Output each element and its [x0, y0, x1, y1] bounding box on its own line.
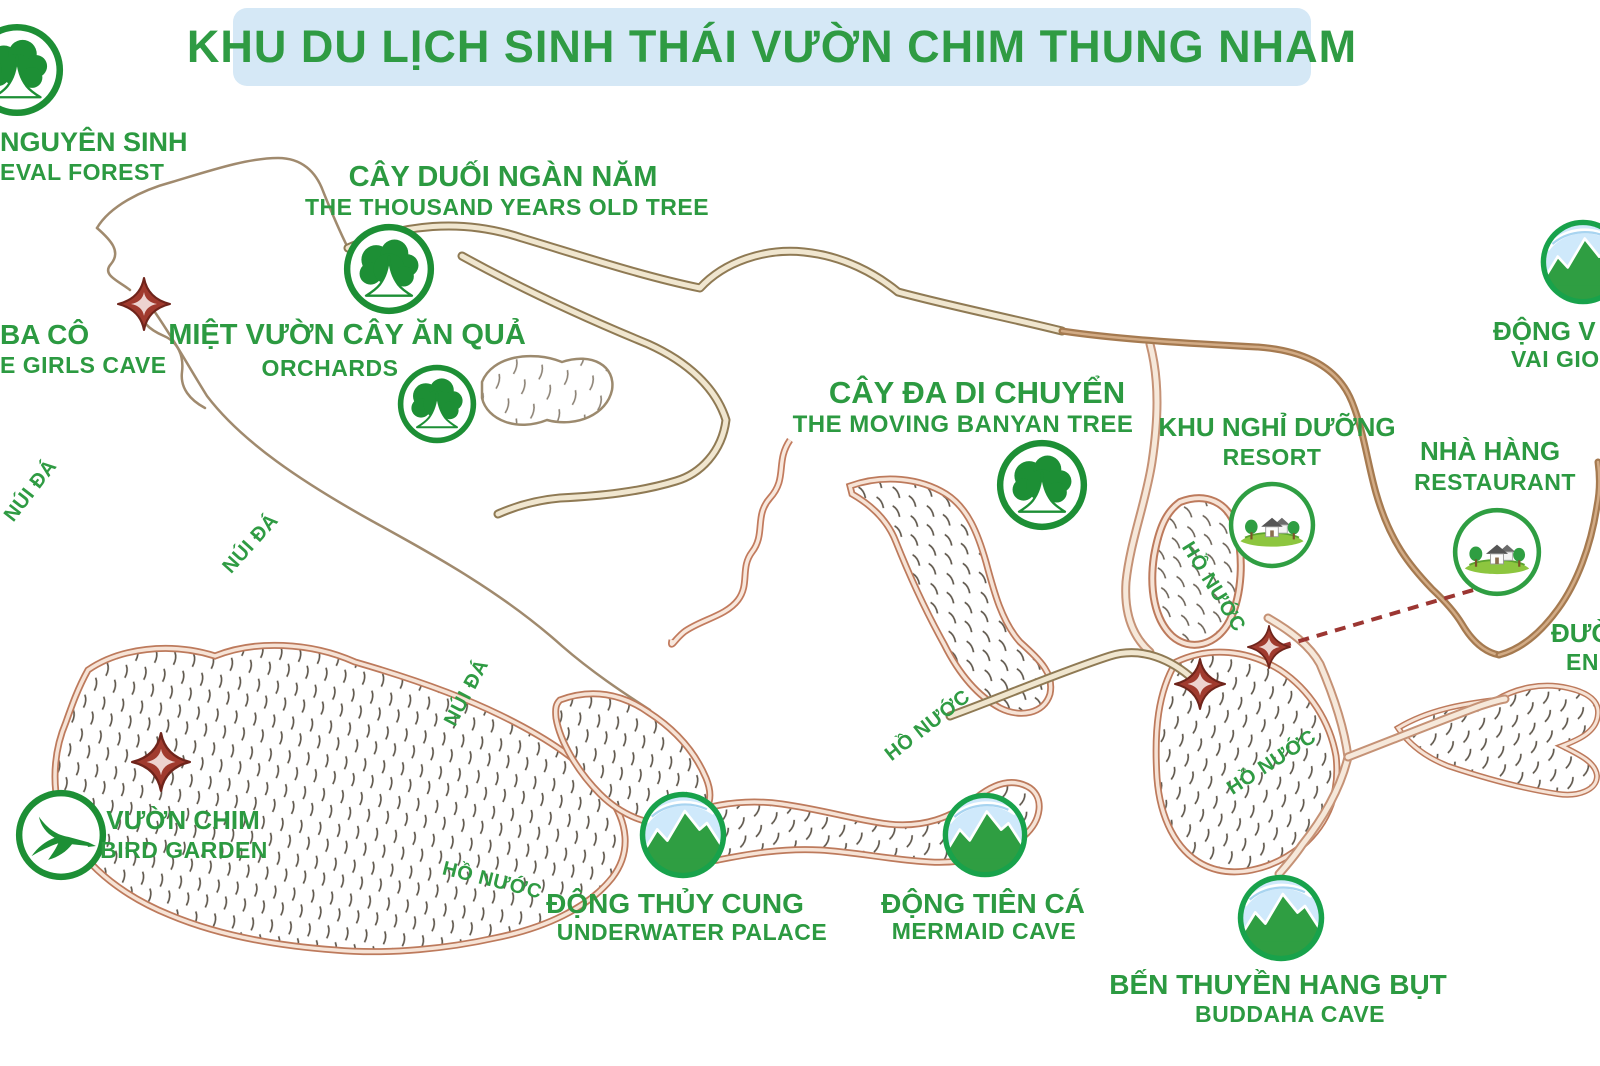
label-buddaha-cave-vi: BẾN THUYỀN HANG BỤT: [1109, 969, 1447, 1000]
label-thousand-year-tree-en: THE THOUSAND YEARS OLD TREE: [304, 194, 710, 220]
label-buddaha-cave-en: BUDDAHA CAVE: [1195, 1001, 1385, 1027]
label-orchards-vi: MIỆT VƯỜN CÂY ĂN QUẢ: [168, 319, 526, 351]
label-mermaid-cave-en: MERMAID CAVE: [891, 918, 1077, 944]
tree-icon: [1000, 443, 1084, 527]
label-primeval-forest-vi: NGUYÊN SINH: [0, 127, 188, 157]
label-thousand-year-tree-vi: CÂY DUỐI NGÀN NĂM: [348, 161, 658, 193]
lake-bird-garden: [55, 645, 625, 951]
label-primeval-forest-en: EVAL FOREST: [0, 159, 165, 185]
pond-orchards: [480, 354, 614, 426]
label-bird-garden-en: BIRD GARDEN: [100, 837, 268, 863]
lodge-icon: [1455, 510, 1539, 594]
label-entrance-vi: ĐƯỜ: [1551, 618, 1600, 648]
label-vai-gioi-cave-en: VAI GIO: [1511, 346, 1600, 372]
label-underwater-palace-vi: ĐỘNG THỦY CUNG: [546, 888, 804, 919]
label-bird-garden-vi: VƯỜN CHIM: [106, 805, 260, 835]
label-underwater-palace-en: UNDERWATER PALACE: [556, 919, 828, 945]
label-restaurant-vi: NHÀ HÀNG: [1419, 436, 1561, 466]
map-title: KHU DU LỊCH SINH THÁI VƯỜN CHIM THUNG NH…: [187, 8, 1356, 86]
label-mermaid-cave-vi: ĐỘNG TIÊN CÁ: [881, 888, 1085, 919]
lodge-icon: [1231, 484, 1313, 566]
tree-icon: [347, 227, 431, 311]
bird-icon: [19, 793, 103, 877]
tree-icon: [401, 368, 474, 441]
label-moving-banyan-en: THE MOVING BANYAN TREE: [792, 411, 1134, 438]
mountain-icon: [1538, 220, 1600, 307]
mountain-icon: [1235, 875, 1327, 964]
label-three-girls-cave-en: E GIRLS CAVE: [0, 352, 167, 378]
route-dashed-line: [1261, 586, 1481, 654]
label-orchards-en: ORCHARDS: [261, 355, 399, 381]
label-resort-vi: KHU NGHỈ DƯỠNG: [1158, 412, 1396, 442]
tree-icon: [0, 27, 60, 113]
label-moving-banyan-vi: CÂY ĐA DI CHUYỂN: [828, 375, 1126, 410]
label-restaurant-en: RESTAURANT: [1414, 469, 1576, 495]
label-vai-gioi-cave-vi: ĐỘNG V: [1493, 316, 1596, 346]
label-resort-en: RESORT: [1222, 444, 1322, 470]
label-entrance-en: EN: [1566, 649, 1599, 675]
label-three-girls-cave-vi: BA CÔ: [0, 319, 90, 350]
